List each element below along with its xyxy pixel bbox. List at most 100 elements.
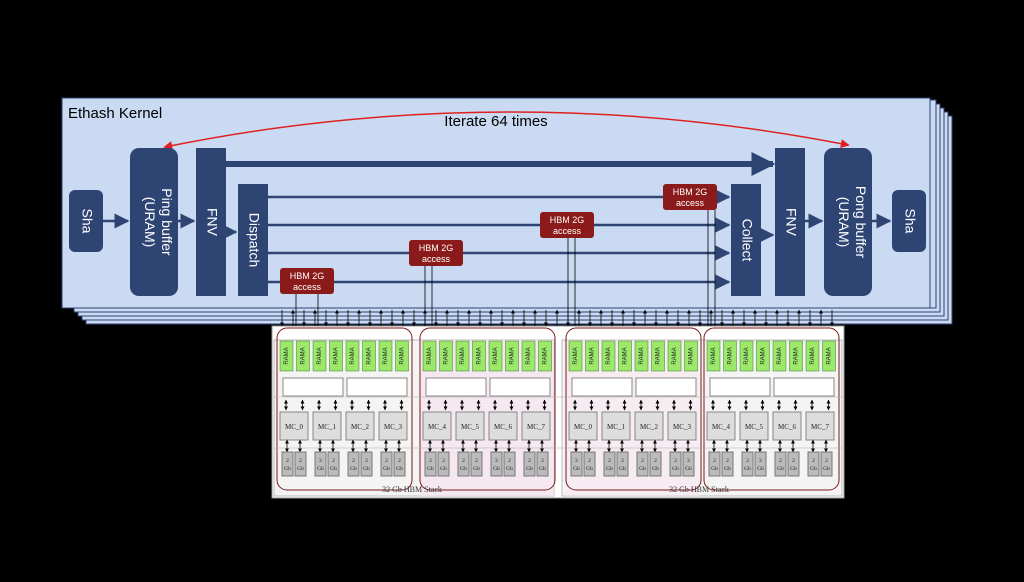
hbm-stack-label: 32 Gb HBM Stack: [669, 485, 729, 494]
kernel-title: Ethash Kernel: [68, 105, 162, 122]
hbm-cell-label: Gb: [363, 466, 370, 472]
ram-label: RAMA: [573, 347, 579, 364]
fnv-out-block: FNV: [775, 148, 805, 296]
ram-block: [329, 340, 343, 372]
ram-block: [538, 340, 552, 372]
memory-controller: [488, 411, 518, 441]
ram-label: RAMA: [656, 347, 662, 364]
hbm-cell-label: Gb: [383, 466, 390, 472]
ram-label: RAMA: [689, 347, 695, 364]
hbm-region: RAMA RAMA RAMA RAMA RAMA RAMA RAMA RAMA MC_0 2Gb 2…: [271, 325, 845, 499]
ram-block: [805, 340, 820, 372]
hbm-cell: [347, 451, 360, 477]
hbm-cell: [490, 451, 503, 477]
sha-out-block: Sha: [892, 190, 926, 252]
memory-controller-label: MC_5: [461, 423, 479, 431]
hbm-cell-label: Gb: [790, 466, 797, 472]
memory-controller-label: MC_4: [428, 423, 446, 431]
hbm-cell: [570, 451, 583, 477]
hbm-cell-label: Gb: [460, 466, 467, 472]
svg-text:HBM 2G: HBM 2G: [550, 215, 585, 225]
hbm-cell-label: Gb: [396, 466, 403, 472]
memory-controller: [634, 411, 664, 441]
ram-label: RAMA: [510, 347, 516, 364]
hbm-cell-label: Gb: [297, 466, 304, 472]
svg-text:FNV: FNV: [783, 208, 799, 237]
hbm-cell-label: 2: [462, 458, 465, 464]
svg-text:access: access: [553, 226, 582, 236]
hbm-cell-label: Gb: [506, 466, 513, 472]
memory-controller-label: MC_7: [527, 423, 545, 431]
hbm-cell-label: 2: [746, 458, 749, 464]
switch-box: [425, 377, 487, 397]
ram-block: [772, 340, 787, 372]
ram-label: RAMA: [728, 347, 734, 364]
ram-label: RAMA: [543, 347, 549, 364]
hbm-cell: [708, 451, 721, 477]
ram-label: RAMA: [744, 347, 750, 364]
hbm-stack-label: 32 Gb HBM Stack: [382, 485, 442, 494]
ram-label: RAMA: [400, 347, 406, 364]
hbm-cell-label: 2: [713, 458, 716, 464]
hbm-cell: [503, 451, 516, 477]
memory-controller: [772, 411, 802, 441]
switch-box: [282, 377, 344, 397]
hbm-cell: [281, 451, 294, 477]
hbm-cell: [314, 451, 327, 477]
memory-controller: [279, 411, 309, 441]
hbm-cell: [669, 451, 682, 477]
memory-controller-label: MC_6: [778, 423, 796, 431]
ram-label: RAMA: [334, 347, 340, 364]
svg-text:HBM 2G: HBM 2G: [673, 187, 708, 197]
hbm-cell-label: 2: [332, 458, 335, 464]
hbm-cell-label: 2: [792, 458, 795, 464]
hbm-cell-label: 2: [575, 458, 578, 464]
ram-label: RAMA: [383, 347, 389, 364]
memory-controller-label: MC_0: [574, 423, 592, 431]
ram-label: RAMA: [623, 347, 629, 364]
hbm-cell: [294, 451, 307, 477]
hbm-cell: [807, 451, 820, 477]
hbm-cell-label: Gb: [317, 466, 324, 472]
hbm-cell-label: 2: [621, 458, 624, 464]
dispatch-block: Dispatch: [238, 184, 268, 296]
memory-controller: [667, 411, 697, 441]
hbm-cell-label: 2: [528, 458, 531, 464]
svg-text:HBM 2G: HBM 2G: [290, 271, 325, 281]
ram-label: RAMA: [301, 347, 307, 364]
hbm-cell-label: 2: [779, 458, 782, 464]
hbm-cell-label: Gb: [744, 466, 751, 472]
hbm-cell: [820, 451, 833, 477]
ram-block: [684, 340, 698, 372]
hbm-cell: [424, 451, 437, 477]
hbm-cell: [470, 451, 483, 477]
ram-label: RAMA: [493, 347, 499, 364]
hbm-cell-label: Gb: [606, 466, 613, 472]
hbm-cell: [523, 451, 536, 477]
ram-block: [789, 340, 803, 372]
ram-label: RAMA: [810, 347, 816, 364]
hbm-cell-label: 2: [352, 458, 355, 464]
ram-block: [521, 340, 536, 372]
switch-box: [571, 377, 633, 397]
ram-block: [739, 340, 754, 372]
memory-controller: [601, 411, 631, 441]
memory-controller: [345, 411, 375, 441]
memory-controller-label: MC_5: [745, 423, 763, 431]
hbm-access-box: HBM 2G access: [540, 212, 594, 238]
svg-text:access: access: [293, 282, 322, 292]
hbm-cell-label: 2: [319, 458, 322, 464]
memory-controller: [521, 411, 551, 441]
flow-arrows: [103, 152, 892, 290]
hbm-cell: [437, 451, 450, 477]
ping-buffer-label: Ping buffer(URAM): [142, 188, 175, 256]
svg-text:Sha: Sha: [79, 209, 95, 234]
hbm-cell-label: 2: [398, 458, 401, 464]
hbm-cell-label: Gb: [724, 466, 731, 472]
hbm-cell: [603, 451, 616, 477]
collect-block: Collect: [731, 184, 761, 296]
hbm-cell: [380, 451, 393, 477]
hbm-stack-left: 32 Gb HBM Stack: [382, 485, 442, 494]
ram-block: [667, 340, 682, 372]
